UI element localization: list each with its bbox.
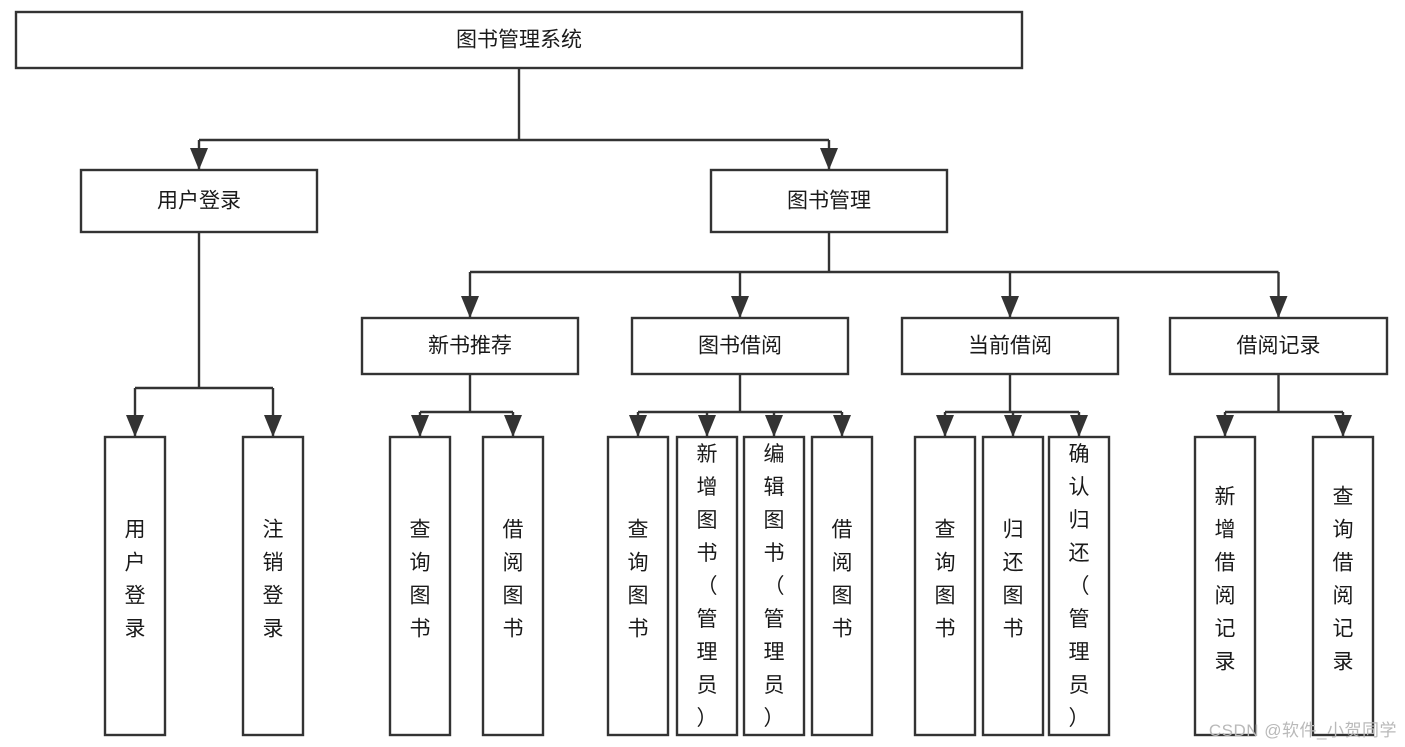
node-box	[1311, 435, 1375, 737]
arrow-head-icon	[1001, 296, 1019, 318]
node-label: 查询借阅记录	[1333, 486, 1354, 674]
node-box	[103, 435, 167, 737]
node-label: 新增借阅记录	[1215, 486, 1236, 674]
node-label: 当前借阅	[968, 335, 1052, 358]
node-return-book-9[interactable]: 归还图书	[981, 435, 1045, 737]
arrow-head-icon	[820, 148, 838, 170]
node-label: 查询图书	[628, 519, 649, 641]
arrow-head-icon	[833, 415, 851, 437]
nodes-layer: 图书管理系统用户登录图书管理新书推荐图书借阅当前借阅借阅记录用户登录注销登录查询…	[14, 10, 1389, 737]
arrow-head-icon	[126, 415, 144, 437]
node-label: 图书管理	[787, 190, 871, 213]
node-query-borrow-record-12[interactable]: 查询借阅记录	[1311, 435, 1375, 737]
node-query-book-8[interactable]: 查询图书	[913, 435, 977, 737]
node-query-book-4[interactable]: 查询图书	[606, 435, 670, 737]
arrow-head-icon	[1004, 415, 1022, 437]
node-current-borrowing[interactable]: 当前借阅	[900, 316, 1120, 376]
node-borrow-book-7[interactable]: 借阅图书	[810, 435, 874, 737]
node-label: 图书借阅	[698, 335, 782, 358]
node-label: 归还图书	[1003, 519, 1024, 641]
node-book-management-system[interactable]: 图书管理系统	[14, 10, 1024, 70]
arrow-head-icon	[504, 415, 522, 437]
node-book-borrowing[interactable]: 图书借阅	[630, 316, 850, 376]
node-label: 注销登录	[263, 519, 284, 641]
arrow-head-icon	[264, 415, 282, 437]
node-label: 编辑图书（管理员）	[764, 443, 785, 730]
node-box	[360, 316, 580, 376]
node-box	[709, 168, 949, 234]
node-box	[1047, 435, 1111, 737]
arrow-head-icon	[731, 296, 749, 318]
node-borrow-records[interactable]: 借阅记录	[1168, 316, 1389, 376]
node-add-book-admin-5[interactable]: 新增图书（管理员）	[675, 435, 739, 737]
arrow-head-icon	[1216, 415, 1234, 437]
node-add-borrow-record-11[interactable]: 新增借阅记录	[1193, 435, 1257, 737]
node-book-management[interactable]: 图书管理	[709, 168, 949, 234]
node-box	[810, 435, 874, 737]
node-label: 借阅图书	[832, 519, 853, 641]
node-box	[900, 316, 1120, 376]
arrow-head-icon	[190, 148, 208, 170]
node-label: 查询图书	[935, 519, 956, 641]
node-label: 借阅图书	[503, 519, 524, 641]
node-query-book-2[interactable]: 查询图书	[388, 435, 452, 737]
node-edit-book-admin-6[interactable]: 编辑图书（管理员）	[742, 435, 806, 737]
arrow-head-icon	[411, 415, 429, 437]
node-box	[241, 435, 305, 737]
node-new-book-recommendation[interactable]: 新书推荐	[360, 316, 580, 376]
node-logout-1[interactable]: 注销登录	[241, 435, 305, 737]
node-confirm-return-admin-10[interactable]: 确认归还（管理员）	[1047, 435, 1111, 737]
node-box	[388, 435, 452, 737]
node-label: 用户登录	[157, 190, 241, 213]
node-box	[742, 435, 806, 737]
csdn-watermark: CSDN @软件_小贺同学	[1208, 721, 1397, 740]
node-label: 用户登录	[125, 519, 146, 641]
node-box	[1168, 316, 1389, 376]
node-label: 确认归还（管理员）	[1069, 443, 1090, 730]
node-box	[79, 168, 319, 234]
node-user-login[interactable]: 用户登录	[79, 168, 319, 234]
node-box	[606, 435, 670, 737]
arrow-head-icon	[461, 296, 479, 318]
edges-layer	[126, 68, 1352, 437]
arrow-head-icon	[698, 415, 716, 437]
node-user-login-0[interactable]: 用户登录	[103, 435, 167, 737]
node-box	[913, 435, 977, 737]
node-box	[630, 316, 850, 376]
node-label: 借阅记录	[1237, 335, 1321, 358]
node-box	[14, 10, 1024, 70]
arrow-head-icon	[1269, 296, 1288, 318]
node-label: 新增图书（管理员）	[697, 443, 718, 730]
arrow-head-icon	[936, 415, 954, 437]
node-label: 查询图书	[410, 519, 431, 641]
node-box	[675, 435, 739, 737]
arrow-head-icon	[1334, 415, 1352, 437]
node-label: 新书推荐	[428, 335, 512, 358]
node-box	[481, 435, 545, 737]
node-borrow-book-3[interactable]: 借阅图书	[481, 435, 545, 737]
node-box	[1193, 435, 1257, 737]
arrow-head-icon	[765, 415, 783, 437]
node-label: 图书管理系统	[456, 29, 582, 52]
node-box	[981, 435, 1045, 737]
arrow-head-icon	[629, 415, 647, 437]
arrow-head-icon	[1070, 415, 1088, 437]
